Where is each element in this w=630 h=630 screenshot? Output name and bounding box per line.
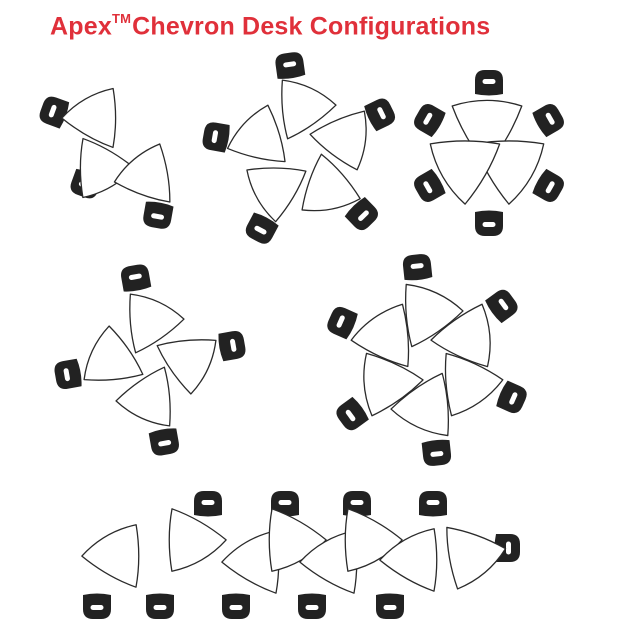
desk (451, 99, 523, 167)
desk (129, 293, 185, 354)
configuration-five-desk-pinwheel (202, 52, 396, 244)
chair (414, 104, 446, 138)
chair (344, 196, 379, 231)
desk (156, 339, 217, 395)
chair (148, 428, 179, 456)
chair (419, 491, 447, 517)
chair (327, 306, 358, 340)
desk (363, 352, 424, 417)
desk (301, 153, 361, 212)
chair (336, 396, 369, 431)
chair (245, 212, 279, 244)
configuration-three-desk-diagonal (39, 87, 174, 229)
desk (430, 303, 491, 368)
page-title: ApexTMChevron Desk Configurations (50, 6, 490, 41)
desk (168, 508, 227, 572)
desk (113, 143, 171, 203)
desk (246, 167, 307, 223)
configuration-three-desk-cluster (414, 70, 564, 236)
chair (402, 254, 433, 281)
chair (496, 380, 527, 414)
title-brand: Apex (50, 12, 112, 41)
trademark-symbol: TM (111, 11, 132, 26)
chair (475, 70, 503, 96)
chair (376, 593, 404, 619)
desk (429, 140, 501, 205)
title-text: Chevron Desk Configurations (132, 12, 491, 41)
desk (444, 352, 504, 417)
chair (271, 491, 299, 517)
chair (275, 52, 306, 79)
desk (226, 104, 286, 163)
configuration-eight-desk-serpentine (81, 491, 520, 619)
chair (222, 593, 250, 619)
configuration-six-desk-flower (327, 254, 527, 466)
chair (414, 168, 446, 202)
chair (485, 289, 518, 324)
desk (281, 79, 337, 140)
chair (54, 358, 82, 389)
desk (83, 325, 144, 381)
chair (202, 122, 230, 153)
chair (532, 104, 564, 138)
desk (61, 87, 117, 149)
chair (83, 593, 111, 619)
chair (475, 210, 503, 236)
desk (404, 283, 464, 348)
desk (309, 110, 367, 171)
chair (121, 264, 152, 292)
desk (115, 366, 171, 427)
desk (81, 524, 140, 588)
chair (218, 331, 246, 362)
chair (146, 593, 174, 619)
chair (421, 439, 452, 466)
chair (39, 96, 70, 129)
desk (79, 137, 135, 199)
chair (532, 168, 564, 202)
desk (379, 528, 438, 592)
chair (143, 201, 174, 229)
desk (344, 508, 403, 572)
desk (390, 372, 450, 437)
chair (194, 491, 222, 517)
desk (350, 303, 410, 368)
configuration-four-desk-pinwheel (54, 264, 246, 456)
chair (364, 98, 396, 132)
desk (446, 526, 507, 590)
chair (298, 593, 326, 619)
